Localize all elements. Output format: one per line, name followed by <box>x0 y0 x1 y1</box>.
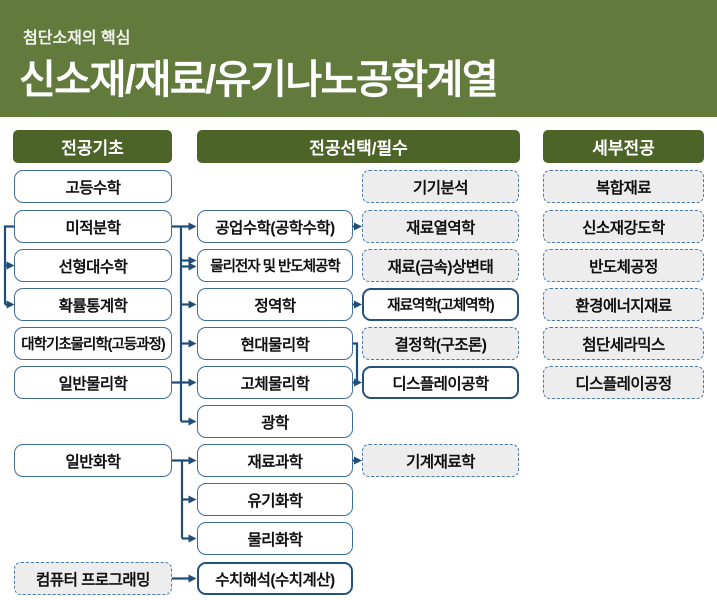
column-header-major-elective-required: 전공선택/필수 <box>197 130 520 163</box>
course-solid-state-physics: 고체물리학 <box>197 366 353 399</box>
course-phase-transformation: 재료(금속)상변태 <box>362 249 519 282</box>
course-mechanical-materials: 기계재료학 <box>362 444 519 477</box>
page-title: 신소재/재료/유기나노공학계열 <box>19 58 499 102</box>
course-physical-chemistry: 물리화학 <box>197 522 353 555</box>
course-display-engineering: 디스플레이공학 <box>362 366 519 399</box>
course-calculus: 미적분학 <box>14 210 172 243</box>
course-general-physics: 일반물리학 <box>14 366 172 399</box>
course-composite-materials: 복합재료 <box>543 170 704 203</box>
banner-subtitle: 첨단소재의 핵심 <box>23 30 131 47</box>
course-mechanics-of-materials: 재료역학(고체역학) <box>362 288 519 321</box>
course-advanced-ceramics: 첨단세라믹스 <box>543 327 704 360</box>
title-banner: 첨단소재의 핵심 신소재/재료/유기나노공학계열 <box>0 0 717 117</box>
column-header-major-basics: 전공기초 <box>13 130 172 163</box>
course-statics: 정역학 <box>197 288 353 321</box>
course-engineering-math: 공업수학(공학수학) <box>197 210 353 243</box>
course-environment-energy-materials: 환경에너지재료 <box>543 288 704 321</box>
course-organic-chemistry: 유기화학 <box>197 483 353 516</box>
course-materials-thermodynamics: 재료열역학 <box>362 210 519 243</box>
course-computer-programming: 컴퓨터 프로그래밍 <box>14 562 172 595</box>
course-materials-science: 재료과학 <box>197 444 353 477</box>
course-basic-university-physics: 대학기초물리학(고등과정) <box>14 327 172 360</box>
course-optics: 광학 <box>197 405 353 438</box>
course-instrumental-analysis: 기기분석 <box>362 170 519 203</box>
course-materials-strength: 신소재강도학 <box>543 210 704 243</box>
course-display-process: 디스플레이공정 <box>543 366 704 399</box>
course-modern-physics: 현대물리학 <box>197 327 353 360</box>
course-physical-electronics-semiconductor: 물리전자 및 반도체공학 <box>197 249 353 282</box>
course-advanced-math: 고등수학 <box>14 170 172 203</box>
column-header-detailed-major: 세부전공 <box>543 130 704 163</box>
course-semiconductor-process: 반도체공정 <box>543 249 704 282</box>
course-crystallography: 결정학(구조론) <box>362 327 519 360</box>
course-numerical-analysis: 수치해석(수치계산) <box>197 562 353 595</box>
course-linear-algebra: 선형대수학 <box>14 249 172 282</box>
course-probability-statistics: 확률통계학 <box>14 288 172 321</box>
course-general-chemistry: 일반화학 <box>14 444 172 477</box>
